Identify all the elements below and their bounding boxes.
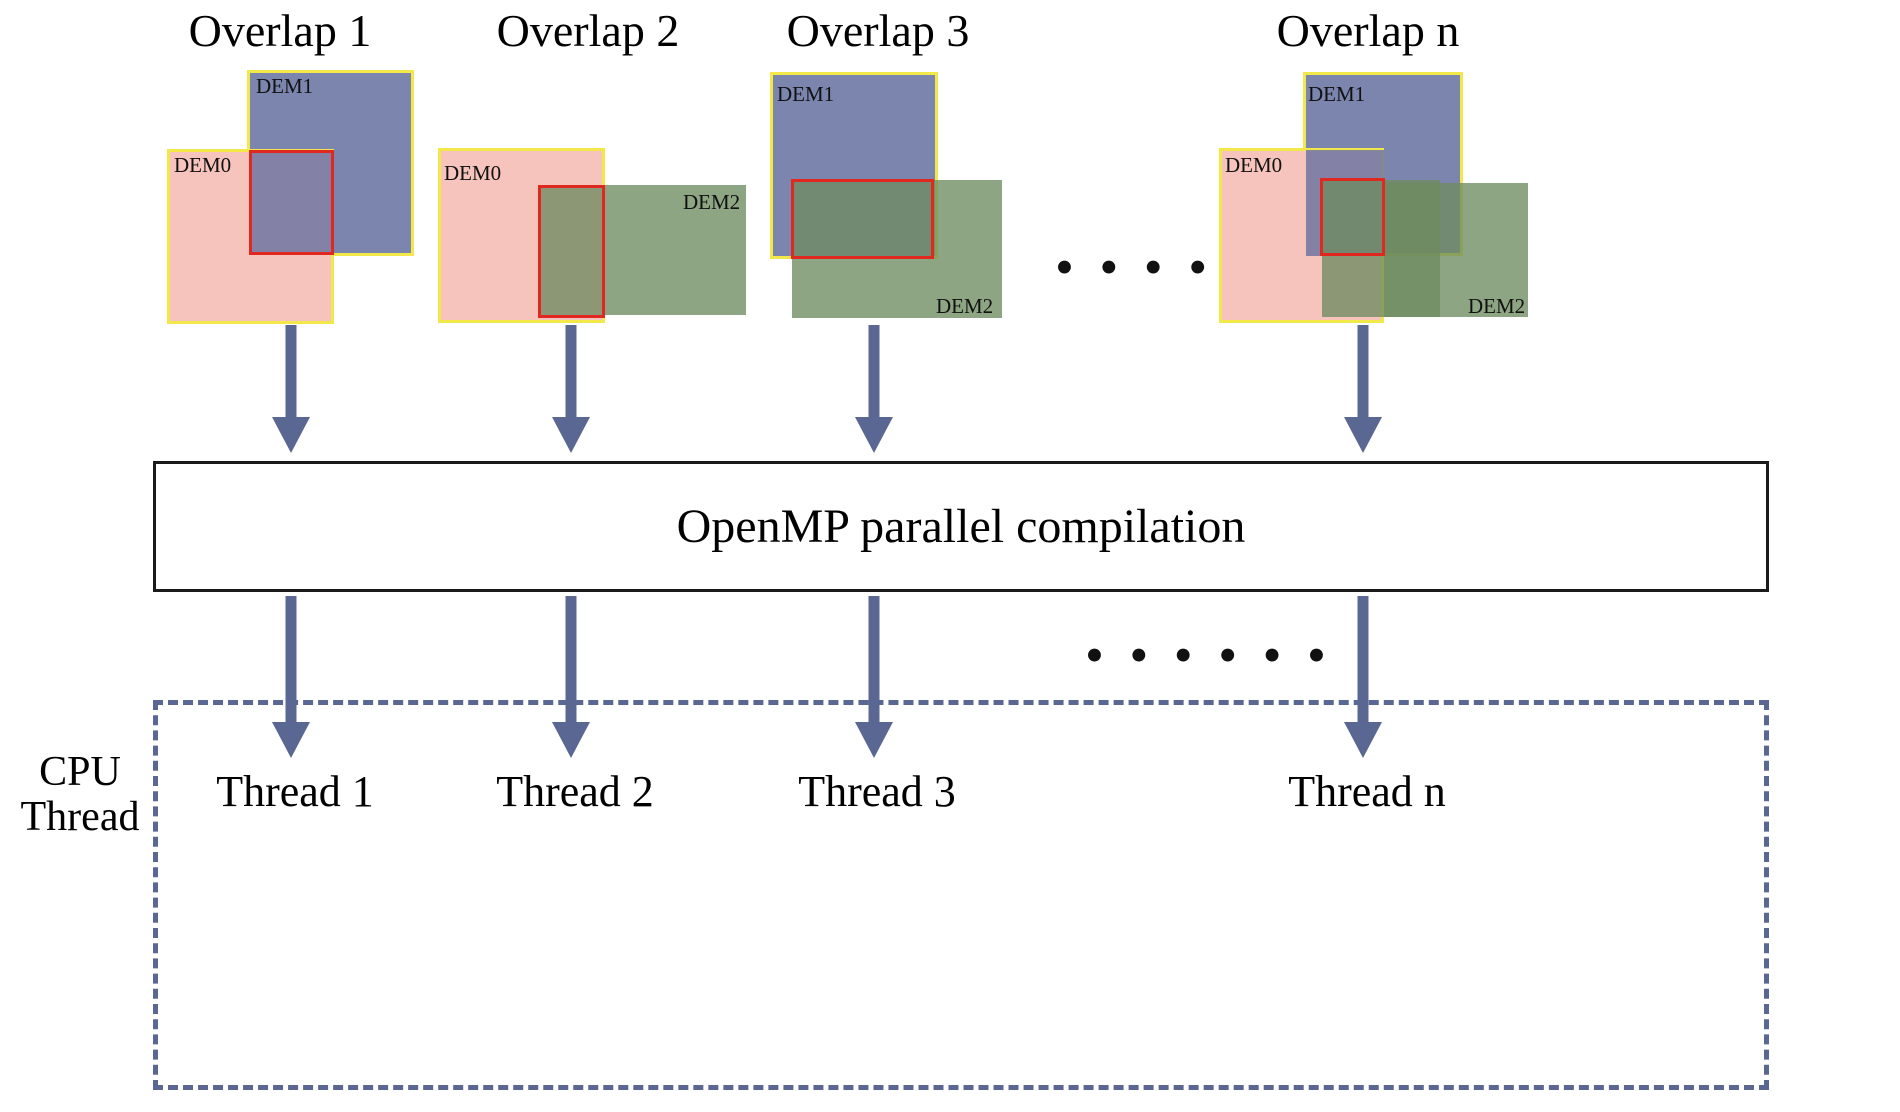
thread-label-1: Thread 1 xyxy=(216,767,374,816)
middle-ellipsis: • • • • • • xyxy=(1085,625,1332,685)
overlap2-intersection-fill xyxy=(540,187,603,315)
overlapn-dem2-label: DEM2 xyxy=(1468,294,1526,318)
arrow-openmp-to-thread1 xyxy=(272,596,310,758)
thread-label-3: Thread 3 xyxy=(798,767,956,816)
overlap3-dem2-rect xyxy=(792,180,1002,318)
overlap3-overlap-rect xyxy=(791,179,934,259)
overlapn-dem2-front-fill xyxy=(1322,180,1440,317)
arrow-openmp-to-thread2 xyxy=(552,596,590,758)
overlapn-dem0-label: DEM0 xyxy=(1225,153,1283,177)
overlap1-dem0-label: DEM0 xyxy=(174,153,232,177)
arrow-overlap3-to-openmp xyxy=(855,325,893,453)
arrow-overlap1-to-openmp xyxy=(272,325,310,453)
cpu-thread-label: CPU Thread xyxy=(10,749,150,841)
overlap2-dem2-label: DEM2 xyxy=(683,190,741,214)
overlap1-overlap-rect xyxy=(249,150,334,255)
cpu-thread-label-line1: CPU xyxy=(39,749,121,795)
thread-label-2: Thread 2 xyxy=(496,767,654,816)
overlapn-overlap-rect xyxy=(1320,178,1385,256)
thread-label-n: Thread n xyxy=(1288,767,1446,816)
column-title-overlap-3: Overlap 3 xyxy=(786,5,970,56)
column-title-overlap-n: Overlap n xyxy=(1276,5,1460,56)
column-title-overlap-1: Overlap 1 xyxy=(188,5,372,56)
cpu-thread-label-line2: Thread xyxy=(20,794,140,841)
overlap1-intersection-fill xyxy=(250,152,331,253)
arrow-overlap2-to-openmp xyxy=(552,325,590,453)
overlapn-dem1-label: DEM1 xyxy=(1308,82,1366,106)
overlap2-dem0-label: DEM0 xyxy=(444,161,502,185)
openmp-label: OpenMP parallel compilation xyxy=(676,500,1246,553)
arrow-openmp-to-thread3 xyxy=(855,596,893,758)
cpu-thread-dashed-container xyxy=(153,700,1769,1090)
overlap3-dem1-label: DEM1 xyxy=(777,82,835,106)
arrow-overlapn-to-openmp xyxy=(1344,325,1382,453)
arrow-openmp-to-threadn xyxy=(1344,596,1382,758)
overlap2-overlap-rect xyxy=(538,185,605,318)
column-title-overlap-2: Overlap 2 xyxy=(496,5,680,56)
overlap1-dem1-label: DEM1 xyxy=(256,74,314,98)
overlap3-dem2-label: DEM2 xyxy=(936,294,994,318)
openmp-parallel-compilation-box: OpenMP parallel compilation xyxy=(153,461,1769,592)
